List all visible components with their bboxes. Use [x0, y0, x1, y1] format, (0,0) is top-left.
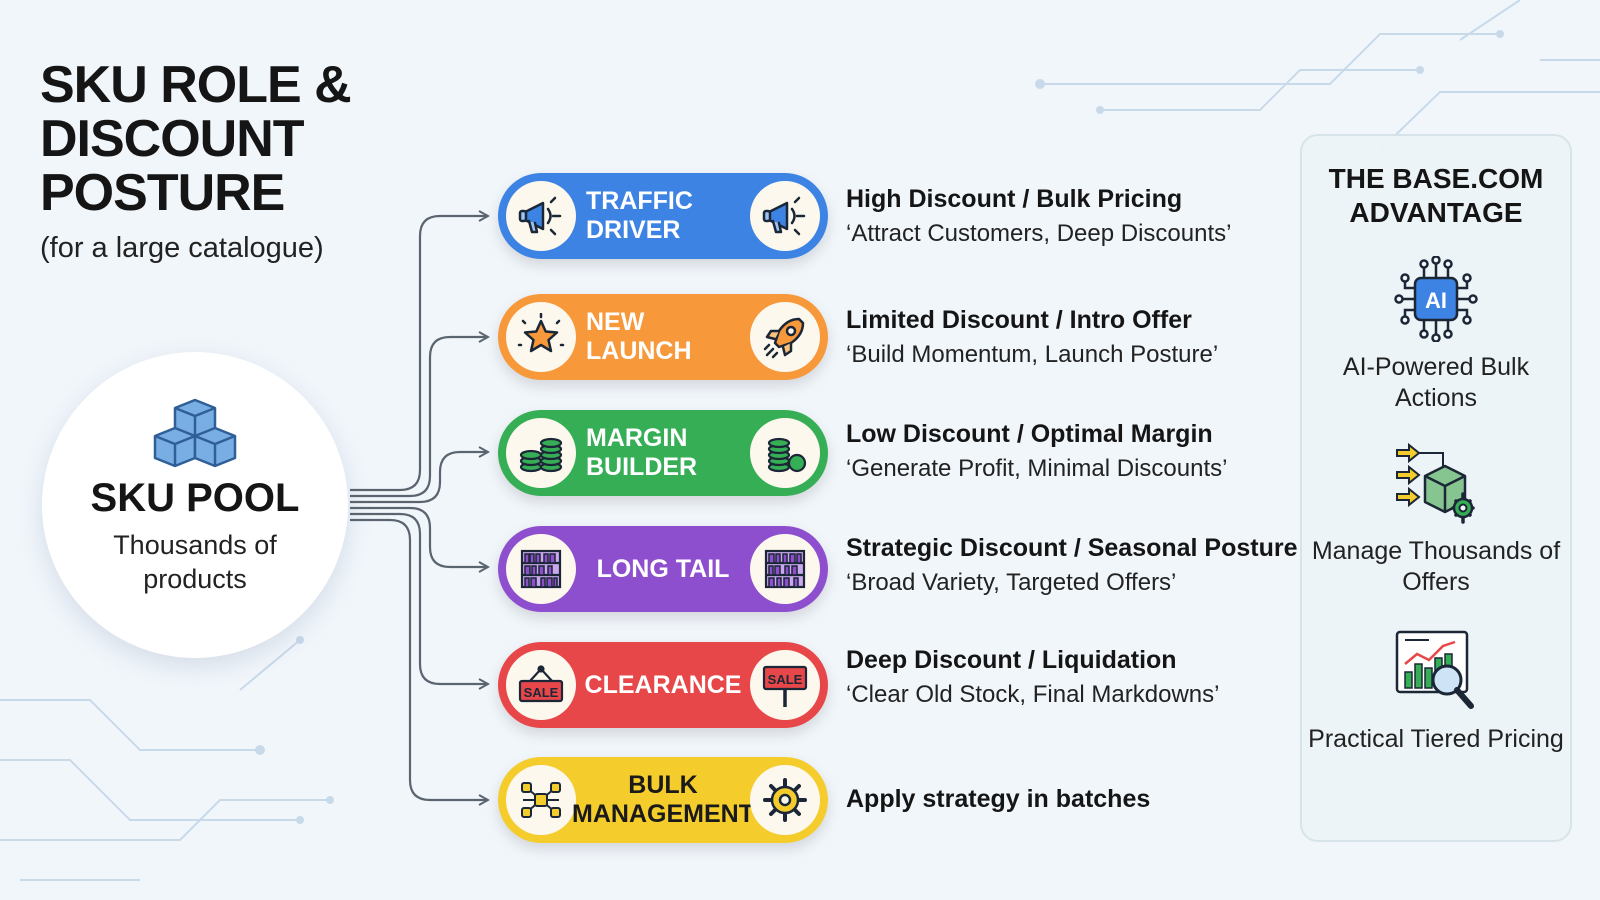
role-pill-traffic-driver: TRAFFIC DRIVER — [498, 173, 828, 259]
connector-long-tail — [350, 506, 488, 567]
sku-pool-node: SKU POOL Thousands of products — [42, 352, 348, 658]
role-icon-disc — [750, 418, 820, 488]
sale-sign-text: SALE — [768, 672, 803, 687]
role-detail: ‘Broad Variety, Targeted Offers’ — [846, 569, 1177, 596]
advantage-item-ai-bulk-actions: AI AI-Powered Bulk Actions — [1302, 256, 1570, 414]
role-icon-disc: SALE — [750, 650, 820, 720]
advantage-panel: THE BASE.COM ADVANTAGE AI AI-Powered Bul… — [1300, 134, 1572, 842]
sku-pool-subtitle: Thousands of products — [113, 530, 277, 594]
role-heading: Limited Discount / Intro Offer — [846, 306, 1192, 334]
role-label: TRAFFIC DRIVER — [586, 187, 693, 244]
role-description-margin-builder: Low Discount / Optimal Margin ‘Generate … — [846, 420, 1227, 483]
role-icon-disc — [750, 765, 820, 835]
shelf-icon — [764, 549, 806, 589]
ai-chip-text: AI — [1425, 288, 1447, 313]
advantage-item-manage-offers: Manage Thousands of Offers — [1302, 440, 1570, 598]
megaphone-icon — [762, 196, 806, 236]
role-heading: Strategic Discount / Seasonal Posture — [846, 534, 1298, 562]
gear-icon — [763, 778, 807, 822]
connector-traffic-driver — [350, 216, 488, 492]
role-description-new-launch: Limited Discount / Intro Offer ‘Build Mo… — [846, 306, 1218, 369]
star-icon — [517, 313, 565, 353]
ai-chip-icon: AI — [1394, 256, 1478, 342]
sale-sign-icon: SALE — [762, 665, 808, 707]
connector-clearance — [350, 512, 488, 684]
connector-margin-builder — [350, 452, 488, 504]
advantage-title: THE BASE.COM ADVANTAGE — [1328, 163, 1544, 228]
sku-pool-title: SKU POOL — [90, 476, 300, 520]
role-icon-disc — [750, 302, 820, 372]
role-icon-disc — [506, 418, 576, 488]
role-label: BULK MANAGEMENT — [572, 771, 754, 828]
role-icon-disc — [750, 181, 820, 251]
sale-sign-text: SALE — [524, 685, 559, 700]
role-icon-disc: SALE — [506, 650, 576, 720]
role-label: NEW LAUNCH — [586, 308, 692, 365]
role-description-traffic-driver: High Discount / Bulk Pricing ‘Attract Cu… — [846, 185, 1231, 248]
sale-sign-icon: SALE — [518, 665, 564, 703]
coin-stack-icon — [519, 437, 563, 473]
role-detail: ‘Attract Customers, Deep Discounts’ — [846, 220, 1232, 247]
page-title: SKU ROLE & DISCOUNT POSTURE — [40, 56, 352, 222]
role-heading: Apply strategy in batches — [846, 785, 1151, 813]
role-pill-margin-builder: MARGIN BUILDER — [498, 410, 828, 496]
role-pill-bulk-management: BULK MANAGEMENT — [498, 757, 828, 843]
role-label: LONG TAIL — [596, 554, 730, 583]
role-pill-new-launch: NEW LAUNCH — [498, 294, 828, 380]
role-icon-disc — [506, 765, 576, 835]
shelf-icon — [520, 549, 562, 589]
role-heading: Low Discount / Optimal Margin — [846, 420, 1213, 448]
role-icon-disc — [506, 534, 576, 604]
role-icon-disc — [750, 534, 820, 604]
role-description-bulk-management: Apply strategy in batches — [846, 785, 1150, 814]
role-label: CLEARANCE — [584, 670, 742, 699]
role-description-long-tail: Strategic Discount / Seasonal Posture ‘B… — [846, 534, 1298, 597]
advantage-item-tiered-pricing: Practical Tiered Pricing — [1302, 628, 1570, 755]
role-heading: High Discount / Bulk Pricing — [846, 185, 1183, 213]
role-description-clearance: Deep Discount / Liquidation ‘Clear Old S… — [846, 646, 1219, 709]
advantage-label: AI-Powered Bulk Actions — [1342, 353, 1530, 412]
connector-bulk-management — [350, 518, 488, 800]
role-detail: ‘Build Momentum, Launch Posture’ — [846, 341, 1219, 368]
coin-stack-icon — [767, 437, 807, 473]
page-subtitle: (for a large catalogue) — [40, 232, 324, 264]
role-pill-long-tail: LONG TAIL — [498, 526, 828, 612]
boxes-icon — [153, 398, 237, 468]
connector-new-launch — [350, 337, 488, 498]
chart-magnifier-icon — [1395, 630, 1474, 709]
role-heading: Deep Discount / Liquidation — [846, 646, 1177, 674]
role-label: MARGIN BUILDER — [586, 424, 698, 481]
advantage-label: Manage Thousands of Offers — [1311, 537, 1561, 596]
role-detail: ‘Generate Profit, Minimal Discounts’ — [846, 455, 1228, 482]
role-pill-clearance: SALE CLEARANCE SALE — [498, 642, 828, 728]
megaphone-icon — [518, 196, 562, 236]
network-icon — [521, 782, 561, 818]
rocket-icon — [763, 317, 805, 359]
advantage-label: Practical Tiered Pricing — [1308, 725, 1564, 753]
box-arrows-gear-icon — [1396, 442, 1475, 524]
role-icon-disc — [506, 302, 576, 372]
role-icon-disc — [506, 181, 576, 251]
role-detail: ‘Clear Old Stock, Final Markdowns’ — [846, 681, 1220, 708]
